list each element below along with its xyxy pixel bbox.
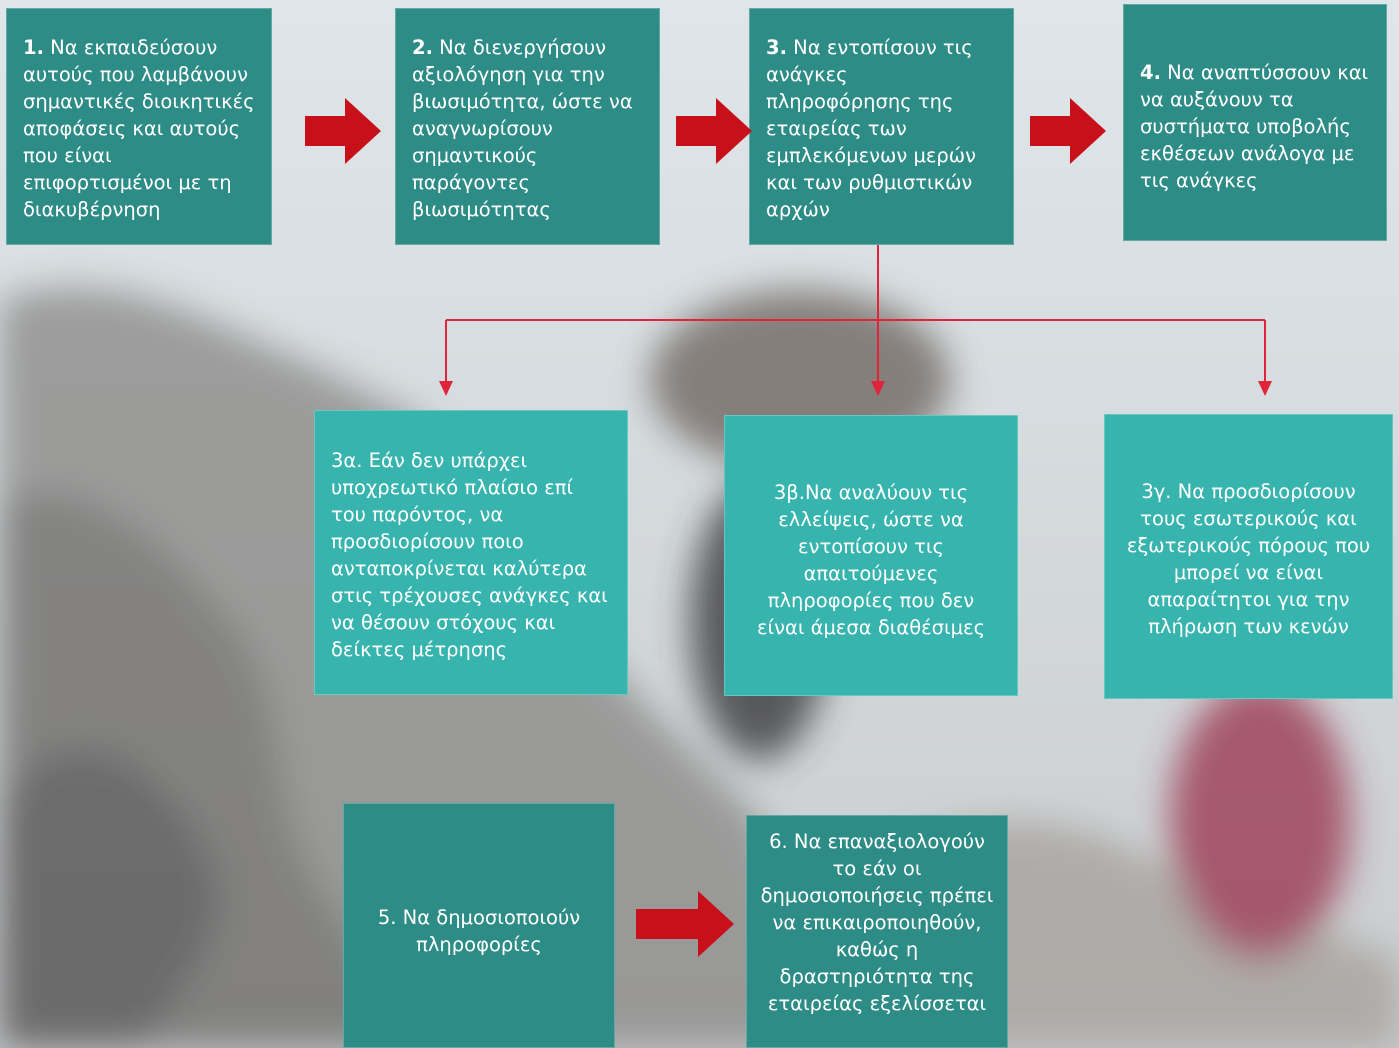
step-3b-text: 3β.Να αναλύουν τις ελλείψεις, ώστε να εν… xyxy=(756,481,986,639)
step-3c-box: 3γ. Να προσδιορίσουν τους εσωτερικούς κα… xyxy=(1104,414,1393,699)
block-right-arrow-icon xyxy=(1030,98,1106,164)
step-3a-text: 3α. Εάν δεν υπάρχει υποχρεωτικό πλαίσιο … xyxy=(331,449,608,661)
step-3-number: 3. xyxy=(766,36,787,59)
step-1-text: Να εκπαιδεύσουν αυτούς που λαμβάνουν σημ… xyxy=(23,36,255,221)
step-2-box: 2. Να διενεργήσουν αξιολόγηση για την βι… xyxy=(395,8,660,245)
step-1-box: 1. Να εκπαιδεύσουν αυτούς που λαμβάνουν … xyxy=(6,8,272,245)
step-2-number: 2. xyxy=(412,36,433,59)
step-3b-box: 3β.Να αναλύουν τις ελλείψεις, ώστε να εν… xyxy=(724,415,1018,696)
step-6-text: 6. Να επαναξιολογούν το εάν οι δημοσιοπο… xyxy=(760,830,994,1015)
step-4-box: 4. Να αναπτύσσουν και να αυξάνουν τα συσ… xyxy=(1123,4,1387,241)
step-1-number: 1. xyxy=(23,36,44,59)
block-right-arrow-icon xyxy=(636,891,734,957)
step-4-text: Να αναπτύσσουν και να αυξάνουν τα συστήμ… xyxy=(1140,61,1369,192)
step-3c-text: 3γ. Να προσδιορίσουν τους εσωτερικούς κα… xyxy=(1126,480,1371,638)
step-6-box: 6. Να επαναξιολογούν το εάν οι δημοσιοπο… xyxy=(746,815,1008,1048)
step-3a-box: 3α. Εάν δεν υπάρχει υποχρεωτικό πλαίσιο … xyxy=(314,410,628,695)
step-3-text: Να εντοπίσουν τις ανάγκες πληροφόρησης τ… xyxy=(766,36,976,221)
step-2-text: Να διενεργήσουν αξιολόγηση για την βιωσι… xyxy=(412,36,633,221)
block-right-arrow-icon xyxy=(676,98,752,164)
step-3-box: 3. Να εντοπίσουν τις ανάγκες πληροφόρηση… xyxy=(749,8,1014,245)
step-5-box: 5. Να δημοσιοποιούν πληροφορίες xyxy=(343,803,615,1048)
step-4-number: 4. xyxy=(1140,61,1161,84)
block-right-arrow-icon xyxy=(305,98,381,164)
step-5-text: 5. Να δημοσιοποιούν πληροφορίες xyxy=(377,906,581,956)
